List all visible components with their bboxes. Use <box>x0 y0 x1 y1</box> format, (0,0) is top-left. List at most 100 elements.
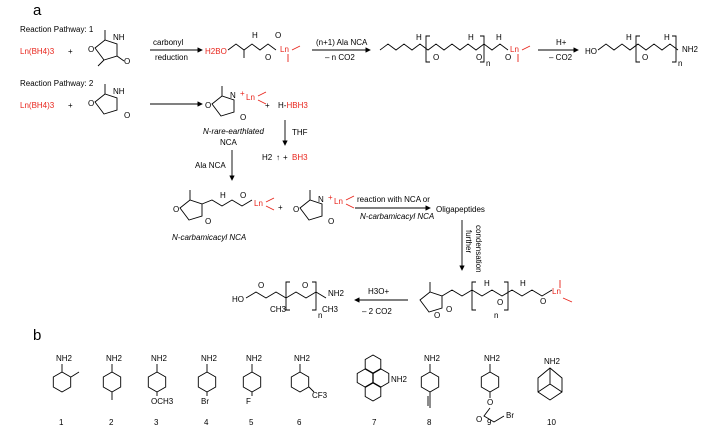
product-2: HO n O O CH3 CH3 NH2 <box>232 281 345 320</box>
thf-label: THF <box>292 128 308 137</box>
svg-text:Ln: Ln <box>280 45 289 54</box>
svg-text:O: O <box>205 217 211 226</box>
svg-text:O: O <box>275 31 281 40</box>
pyrene-ring <box>364 354 382 374</box>
svg-text:H: H <box>416 33 422 42</box>
arrow2-bottom-label: – n CO2 <box>325 53 355 62</box>
bh3-label: BH3 <box>292 153 308 162</box>
intermediate-1: H2BO H O O Ln <box>205 31 301 62</box>
svg-text:O: O <box>265 53 271 62</box>
svg-text:H: H <box>220 191 226 200</box>
svg-text:CH3: CH3 <box>322 305 339 314</box>
polymer-1: n H H H O O O Ln <box>379 33 531 68</box>
methyl-bond <box>70 371 80 378</box>
pathway2-title: Reaction Pathway: 2 <box>20 79 94 88</box>
svg-text:n: n <box>678 59 682 68</box>
arrow2-top-label: (n+1) Ala NCA <box>316 38 368 47</box>
benzene-ring <box>52 371 72 393</box>
svg-text:Ln: Ln <box>552 287 561 296</box>
compound-10: NH2 10 <box>537 357 563 427</box>
svg-text:NH: NH <box>113 87 125 96</box>
reaction-top-label: reaction with NCA or <box>357 195 430 204</box>
arrow1-top-label: carbonyl <box>153 38 183 47</box>
svg-text:O: O <box>240 113 246 122</box>
svg-text:O: O <box>293 205 299 214</box>
intermediate-label-1: N-rare-earthlated <box>203 127 264 136</box>
compound-number: 10 <box>547 418 556 427</box>
benzene-ring <box>242 371 262 393</box>
further-label: further <box>464 230 473 253</box>
svg-text:Ln: Ln <box>254 199 263 208</box>
svg-text:O: O <box>505 53 511 62</box>
compound-number: 7 <box>372 418 377 427</box>
panel-a-label: a <box>33 2 42 19</box>
minus-co2-label: – 2 CO2 <box>362 307 392 316</box>
rare-earthlated-nca: N + Ln O O <box>205 86 267 122</box>
compound-amine-label: NH2 <box>424 354 441 363</box>
svg-text:O: O <box>434 311 440 320</box>
svg-text:O: O <box>240 191 246 200</box>
svg-text:O: O <box>497 298 503 307</box>
svg-text:O: O <box>446 305 452 314</box>
ala-nca-ring-1: NH O O <box>88 30 130 67</box>
compound-number: 4 <box>204 418 209 427</box>
pathway2-plus-2: + <box>265 101 270 110</box>
h2-label: H2 <box>262 153 273 162</box>
pathway1-plus: + <box>68 47 73 56</box>
arrow3-top-label: H+ <box>556 38 567 47</box>
compound-number: 9 <box>487 418 492 427</box>
compound-number: 6 <box>297 418 302 427</box>
compound-amine-label: NH2 <box>106 354 123 363</box>
benzene-ring <box>102 371 122 393</box>
compound-number: 5 <box>249 418 254 427</box>
svg-text:+: + <box>240 89 245 98</box>
svg-text:O: O <box>540 297 546 306</box>
pathway2-plus-3: + <box>278 203 283 212</box>
compound-amine-label: NH2 <box>544 357 561 366</box>
compound-substituent: Br <box>506 411 514 420</box>
svg-text:O: O <box>173 205 179 214</box>
panel-b-label: b <box>33 327 41 344</box>
benzene-ring <box>290 371 310 393</box>
svg-text:n: n <box>494 311 498 320</box>
svg-text:O: O <box>258 281 264 290</box>
ester-chain <box>483 407 505 423</box>
svg-text:O: O <box>88 99 94 108</box>
product-1: HO n H H O NH2 <box>585 33 699 68</box>
pyrene-ring <box>372 368 390 388</box>
svg-text:H: H <box>520 279 526 288</box>
svg-text:H: H <box>496 33 502 42</box>
up-arrow-glyph: ↑ <box>276 153 280 162</box>
svg-text:NH2: NH2 <box>682 45 699 54</box>
compound-amine-label: NH2 <box>391 375 408 384</box>
svg-text:O: O <box>124 111 130 120</box>
compound-number: 8 <box>427 418 432 427</box>
compound-number: 2 <box>109 418 114 427</box>
compound-substituent: CF3 <box>312 391 328 400</box>
compound-number: 3 <box>154 418 159 427</box>
svg-text:n: n <box>486 59 490 68</box>
svg-text:NH2: NH2 <box>328 289 345 298</box>
compound-amine-label: NH2 <box>151 354 168 363</box>
benzene-ring <box>420 371 440 393</box>
svg-text:O: O <box>433 53 439 62</box>
compound-amine-label: NH2 <box>484 354 501 363</box>
compound-amine-label: NH2 <box>201 354 218 363</box>
svg-text:+: + <box>328 193 333 202</box>
svg-text:H: H <box>626 33 632 42</box>
pathway2-reagent: Ln(BH4)3 <box>20 101 55 110</box>
pyrene-ring <box>364 382 382 402</box>
svg-text:H: H <box>468 33 474 42</box>
svg-text:N: N <box>318 195 324 204</box>
compound-2: NH2 2 <box>102 354 123 427</box>
svg-text:O: O <box>642 53 648 62</box>
h3o-label: H3O+ <box>368 287 389 296</box>
svg-text:H: H <box>484 279 490 288</box>
intermediate-label-2: NCA <box>220 138 238 147</box>
compound-substituent: Br <box>201 397 209 406</box>
ala-nca-label: Ala NCA <box>195 161 226 170</box>
